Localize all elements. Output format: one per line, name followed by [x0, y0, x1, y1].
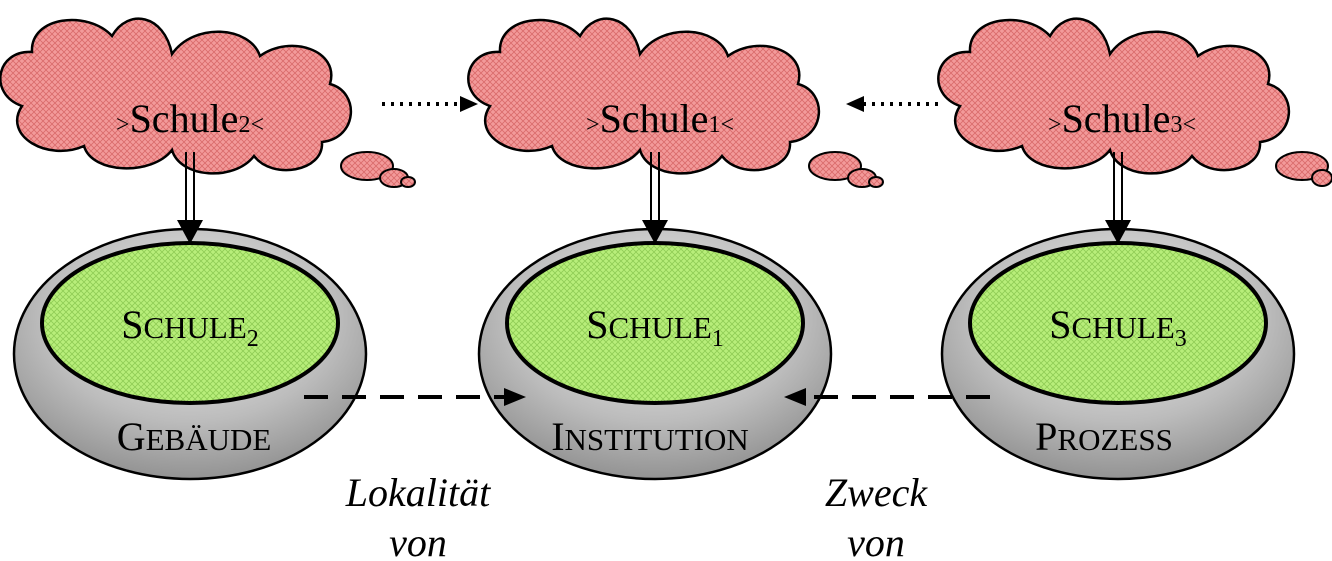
- cloud-label-end: <: [250, 112, 264, 138]
- cloud-schule2: [0, 17, 416, 188]
- cloud-schule3: [937, 17, 1332, 187]
- double-arrow-schule2: [177, 152, 203, 244]
- dashed-arrow-lokalitaet: [304, 388, 526, 406]
- relation-label-lokalitaet-line2: von: [389, 520, 447, 561]
- double-arrow-schule1: [642, 152, 668, 244]
- cloud-label-sub: 3: [1170, 112, 1182, 138]
- cloud-label-base: Schule: [130, 96, 239, 141]
- category-label-prozess: PROZESS: [1035, 414, 1173, 459]
- relation-label-zweck-line2: von: [847, 520, 905, 561]
- cloud-label-schule2: >Schule2<: [116, 96, 264, 141]
- dotted-arrow-3-to-1: [846, 96, 938, 112]
- cloud-label-end: <: [1182, 112, 1196, 138]
- concept-label-schule2: SCHULE2: [121, 302, 259, 352]
- cloud-label-schule1: >Schule1<: [586, 96, 734, 141]
- cloud-label-end: <: [720, 112, 734, 138]
- cloud-label-sub: 1: [708, 112, 720, 138]
- cloud-label-sub: 2: [238, 112, 250, 138]
- concept-label-schule1: SCHULE1: [586, 302, 724, 352]
- category-label-gebaeude: GEBÄUDE: [117, 414, 272, 459]
- cloud-label-base: Schule: [1062, 96, 1171, 141]
- dotted-arrow-2-to-1: [382, 96, 478, 112]
- relation-label-zweck-line1: Zweck: [825, 470, 928, 515]
- cloud-schule1: [467, 17, 884, 188]
- concept-label-schule3: SCHULE3: [1049, 302, 1187, 352]
- dashed-arrow-zweck: [784, 388, 990, 406]
- relation-label-lokalitaet-line1: Lokalität: [345, 470, 491, 515]
- double-arrow-schule3: [1105, 152, 1131, 244]
- cloud-label-base: Schule: [600, 96, 709, 141]
- cloud-label-schule3: >Schule3<: [1048, 96, 1196, 141]
- category-label-institution: INSTITUTION: [551, 414, 749, 459]
